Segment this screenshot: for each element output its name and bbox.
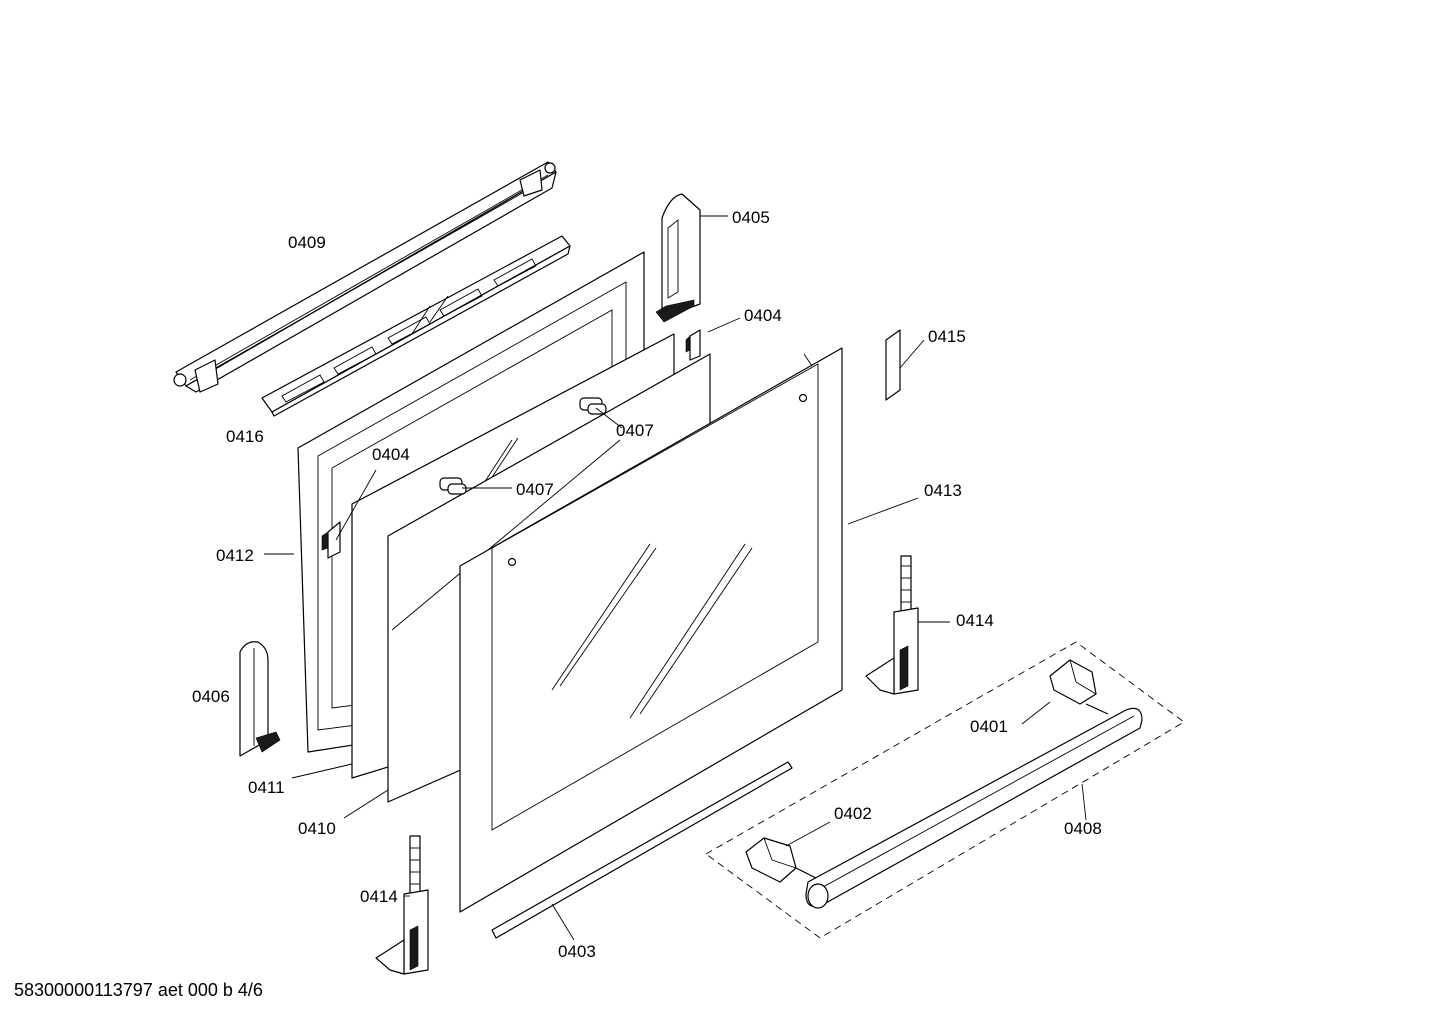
callout-0407-right: 0407: [616, 421, 654, 440]
callout-0412: 0412: [216, 546, 254, 565]
part-0414-hinge-right: [865, 555, 919, 695]
part-0414-hinge-left: [375, 835, 429, 975]
callout-0414-right: 0414: [956, 611, 994, 630]
leader-lines: [264, 215, 1087, 941]
document-id-footer: 58300000113797 aet 000 b 4/6: [14, 980, 263, 1000]
callout-0406: 0406: [192, 687, 230, 706]
callout-0402: 0402: [834, 804, 872, 823]
part-0406-side-cap: [239, 641, 281, 757]
callout-0409: 0409: [288, 233, 326, 252]
callout-0410: 0410: [298, 819, 336, 838]
callouts: 0409 0405 0404 0415 0416 0407 0404 0407 …: [192, 208, 1102, 961]
part-0408-handle-assembly: [705, 641, 1185, 939]
part-0413-outer-door: [459, 347, 843, 913]
callout-0403: 0403: [558, 942, 596, 961]
callout-0414-left: 0414: [360, 887, 398, 906]
part-0404-clip-right: [685, 329, 701, 361]
part-0407-clip-left: [439, 477, 467, 495]
callout-0416: 0416: [226, 427, 264, 446]
part-0407-clip-right: [579, 397, 607, 415]
part-0403-seal-strip: [491, 761, 793, 939]
callout-0407-left: 0407: [516, 480, 554, 499]
callout-0413: 0413: [924, 481, 962, 500]
callout-0404-left: 0404: [372, 445, 410, 464]
callout-0405: 0405: [732, 208, 770, 227]
part-0416-vent-strip: [261, 235, 571, 417]
callout-0404-right: 0404: [744, 306, 782, 325]
callout-0411: 0411: [248, 778, 285, 797]
callout-0401: 0401: [970, 717, 1008, 736]
callout-0408: 0408: [1064, 819, 1102, 838]
part-0405-side-cap: [655, 193, 701, 323]
part-0404-clip-left: [321, 521, 341, 559]
callout-0415: 0415: [928, 327, 966, 346]
part-0415-seal-strip: [885, 329, 901, 401]
part-0409-top-rail: [173, 161, 557, 393]
